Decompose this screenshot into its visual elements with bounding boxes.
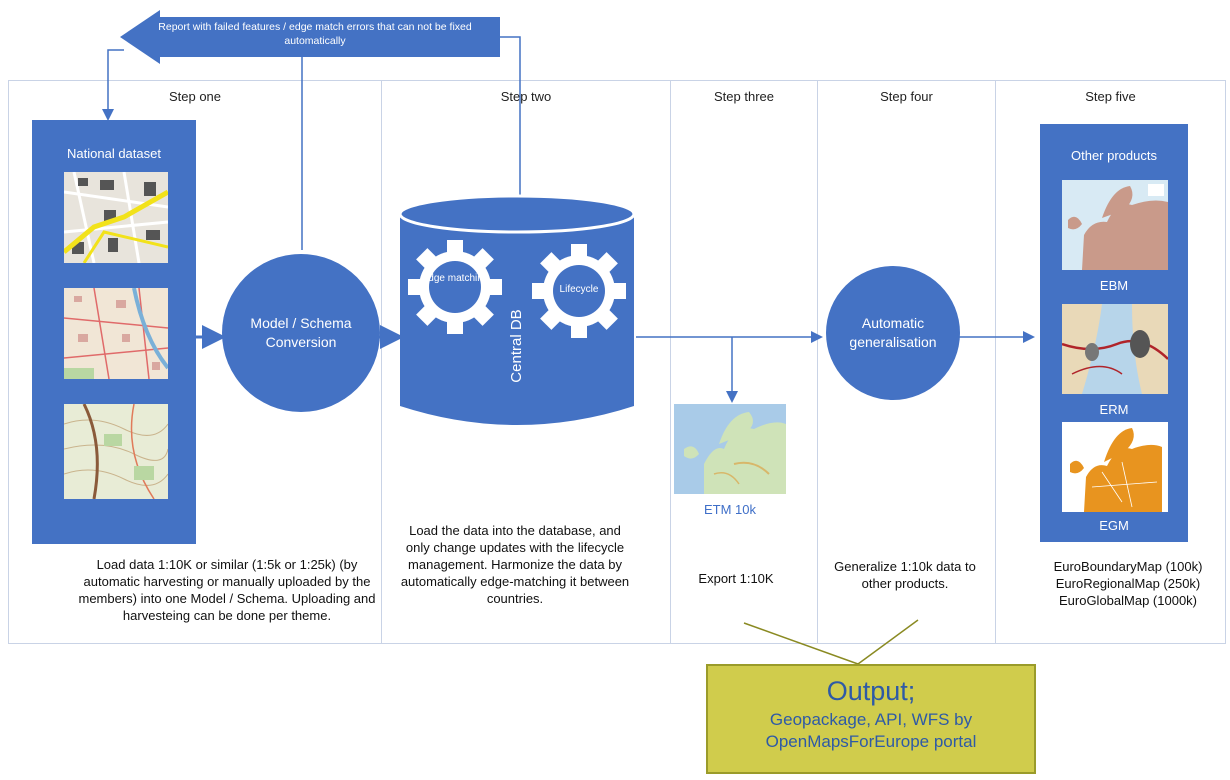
automatic-generalisation: Automatic generalisation: [826, 266, 960, 400]
etm-label: ETM 10k: [703, 502, 756, 517]
erm-map-thumbnail: [1062, 304, 1168, 394]
step-three-description: Export 1:10K: [698, 571, 774, 586]
output-line-right: [857, 619, 919, 665]
lifecycle-label: Lifecycle: [559, 284, 599, 295]
national-dataset-panel: National dataset: [32, 120, 196, 544]
map-thumbnail-town: [64, 288, 168, 379]
step-five-title: Step five: [1085, 89, 1136, 104]
ebm-map-thumbnail: [1062, 180, 1168, 270]
report-text: Report with failed features / edge match…: [158, 21, 472, 47]
step-five-description: EuroBoundaryMap (100k) EuroRegionalMap (…: [1053, 559, 1203, 608]
step-four-description: Generalize 1:10k data to other products.: [834, 559, 976, 591]
map-thumbnail-city: [64, 172, 168, 263]
central-db-label: Central DB: [508, 309, 525, 383]
step-three-title: Step three: [714, 89, 774, 104]
edge-matching-label: Edge matching: [421, 273, 489, 284]
national-dataset-title: National dataset: [67, 146, 161, 161]
output-subtitle: Geopackage, API, WFS by OpenMapsForEurop…: [765, 710, 977, 751]
other-products-panel: Other products EBM ERM: [1040, 124, 1188, 542]
product-label-erm: ERM: [1099, 402, 1129, 417]
report-arrow: [120, 10, 500, 64]
output-line-left: [743, 622, 859, 665]
lane-step-one: Step one: [9, 81, 382, 643]
etm-map-thumbnail: [674, 404, 786, 494]
model-schema-conversion: Model / Schema Conversion: [222, 254, 380, 412]
step-two-description: Load the data into the database, and onl…: [400, 523, 630, 606]
lane-step-four: Step four: [818, 81, 996, 643]
lane-step-two: Step two: [382, 81, 671, 643]
product-label-egm: EGM: [1099, 518, 1129, 533]
step-one-title: Step one: [168, 89, 222, 104]
step-one-description: Load data 1:10K or similar (1:5k or 1:25…: [78, 557, 376, 623]
map-thumbnail-topo: [64, 404, 168, 499]
output-box: Output; Geopackage, API, WFS by OpenMaps…: [706, 664, 1036, 774]
step-four-title: Step four: [880, 89, 933, 104]
egm-map-thumbnail: [1062, 422, 1168, 512]
lane-step-three: Step three: [671, 81, 818, 643]
feedback-to-national: [102, 49, 124, 121]
output-title: Output;: [826, 676, 916, 706]
product-label-ebm: EBM: [1099, 278, 1129, 293]
edge-matching-gear-icon: Edge matching: [408, 240, 502, 334]
other-products-title: Other products: [1071, 148, 1157, 163]
lane-step-five: Step five: [996, 81, 1225, 643]
steps-container: Step one Step two Step three Step four S…: [8, 80, 1226, 644]
lifecycle-gear-icon: Lifecycle: [532, 244, 626, 338]
step-two-title: Step two: [500, 89, 552, 104]
feedback-line-db: [500, 36, 521, 205]
